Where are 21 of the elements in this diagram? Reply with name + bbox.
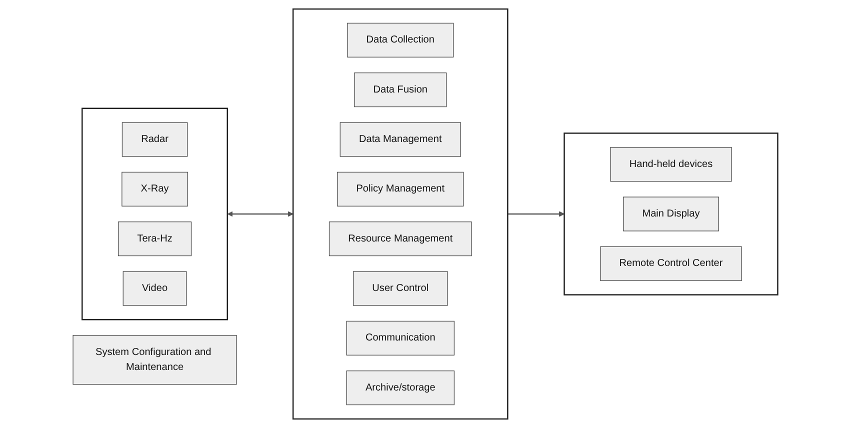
node-box: Hand-held devices	[610, 147, 732, 182]
node-box: Data Fusion	[354, 72, 446, 108]
cluster	[563, 132, 778, 296]
node-box: Radar	[122, 122, 188, 157]
node-box: Data Management	[339, 122, 461, 157]
arrow	[507, 211, 564, 217]
cluster	[292, 8, 508, 420]
arrow	[227, 211, 293, 217]
node-box: Archive/storage	[346, 370, 454, 406]
node-box: Data Collection	[346, 22, 454, 58]
node-box: Policy Management	[336, 172, 464, 206]
node-box: User Control	[352, 271, 448, 306]
node-box: Tera-Hz	[118, 222, 192, 256]
node-box: Main Display	[622, 196, 719, 232]
node-box: Video	[122, 271, 186, 306]
node-box: System Configuration and Maintenance	[72, 335, 236, 385]
node-box: Remote Control Center	[600, 246, 742, 281]
node-box: Communication	[346, 320, 454, 356]
node-box: X-Ray	[121, 172, 188, 206]
node-box: Resource Management	[328, 222, 472, 256]
cluster	[81, 108, 228, 320]
